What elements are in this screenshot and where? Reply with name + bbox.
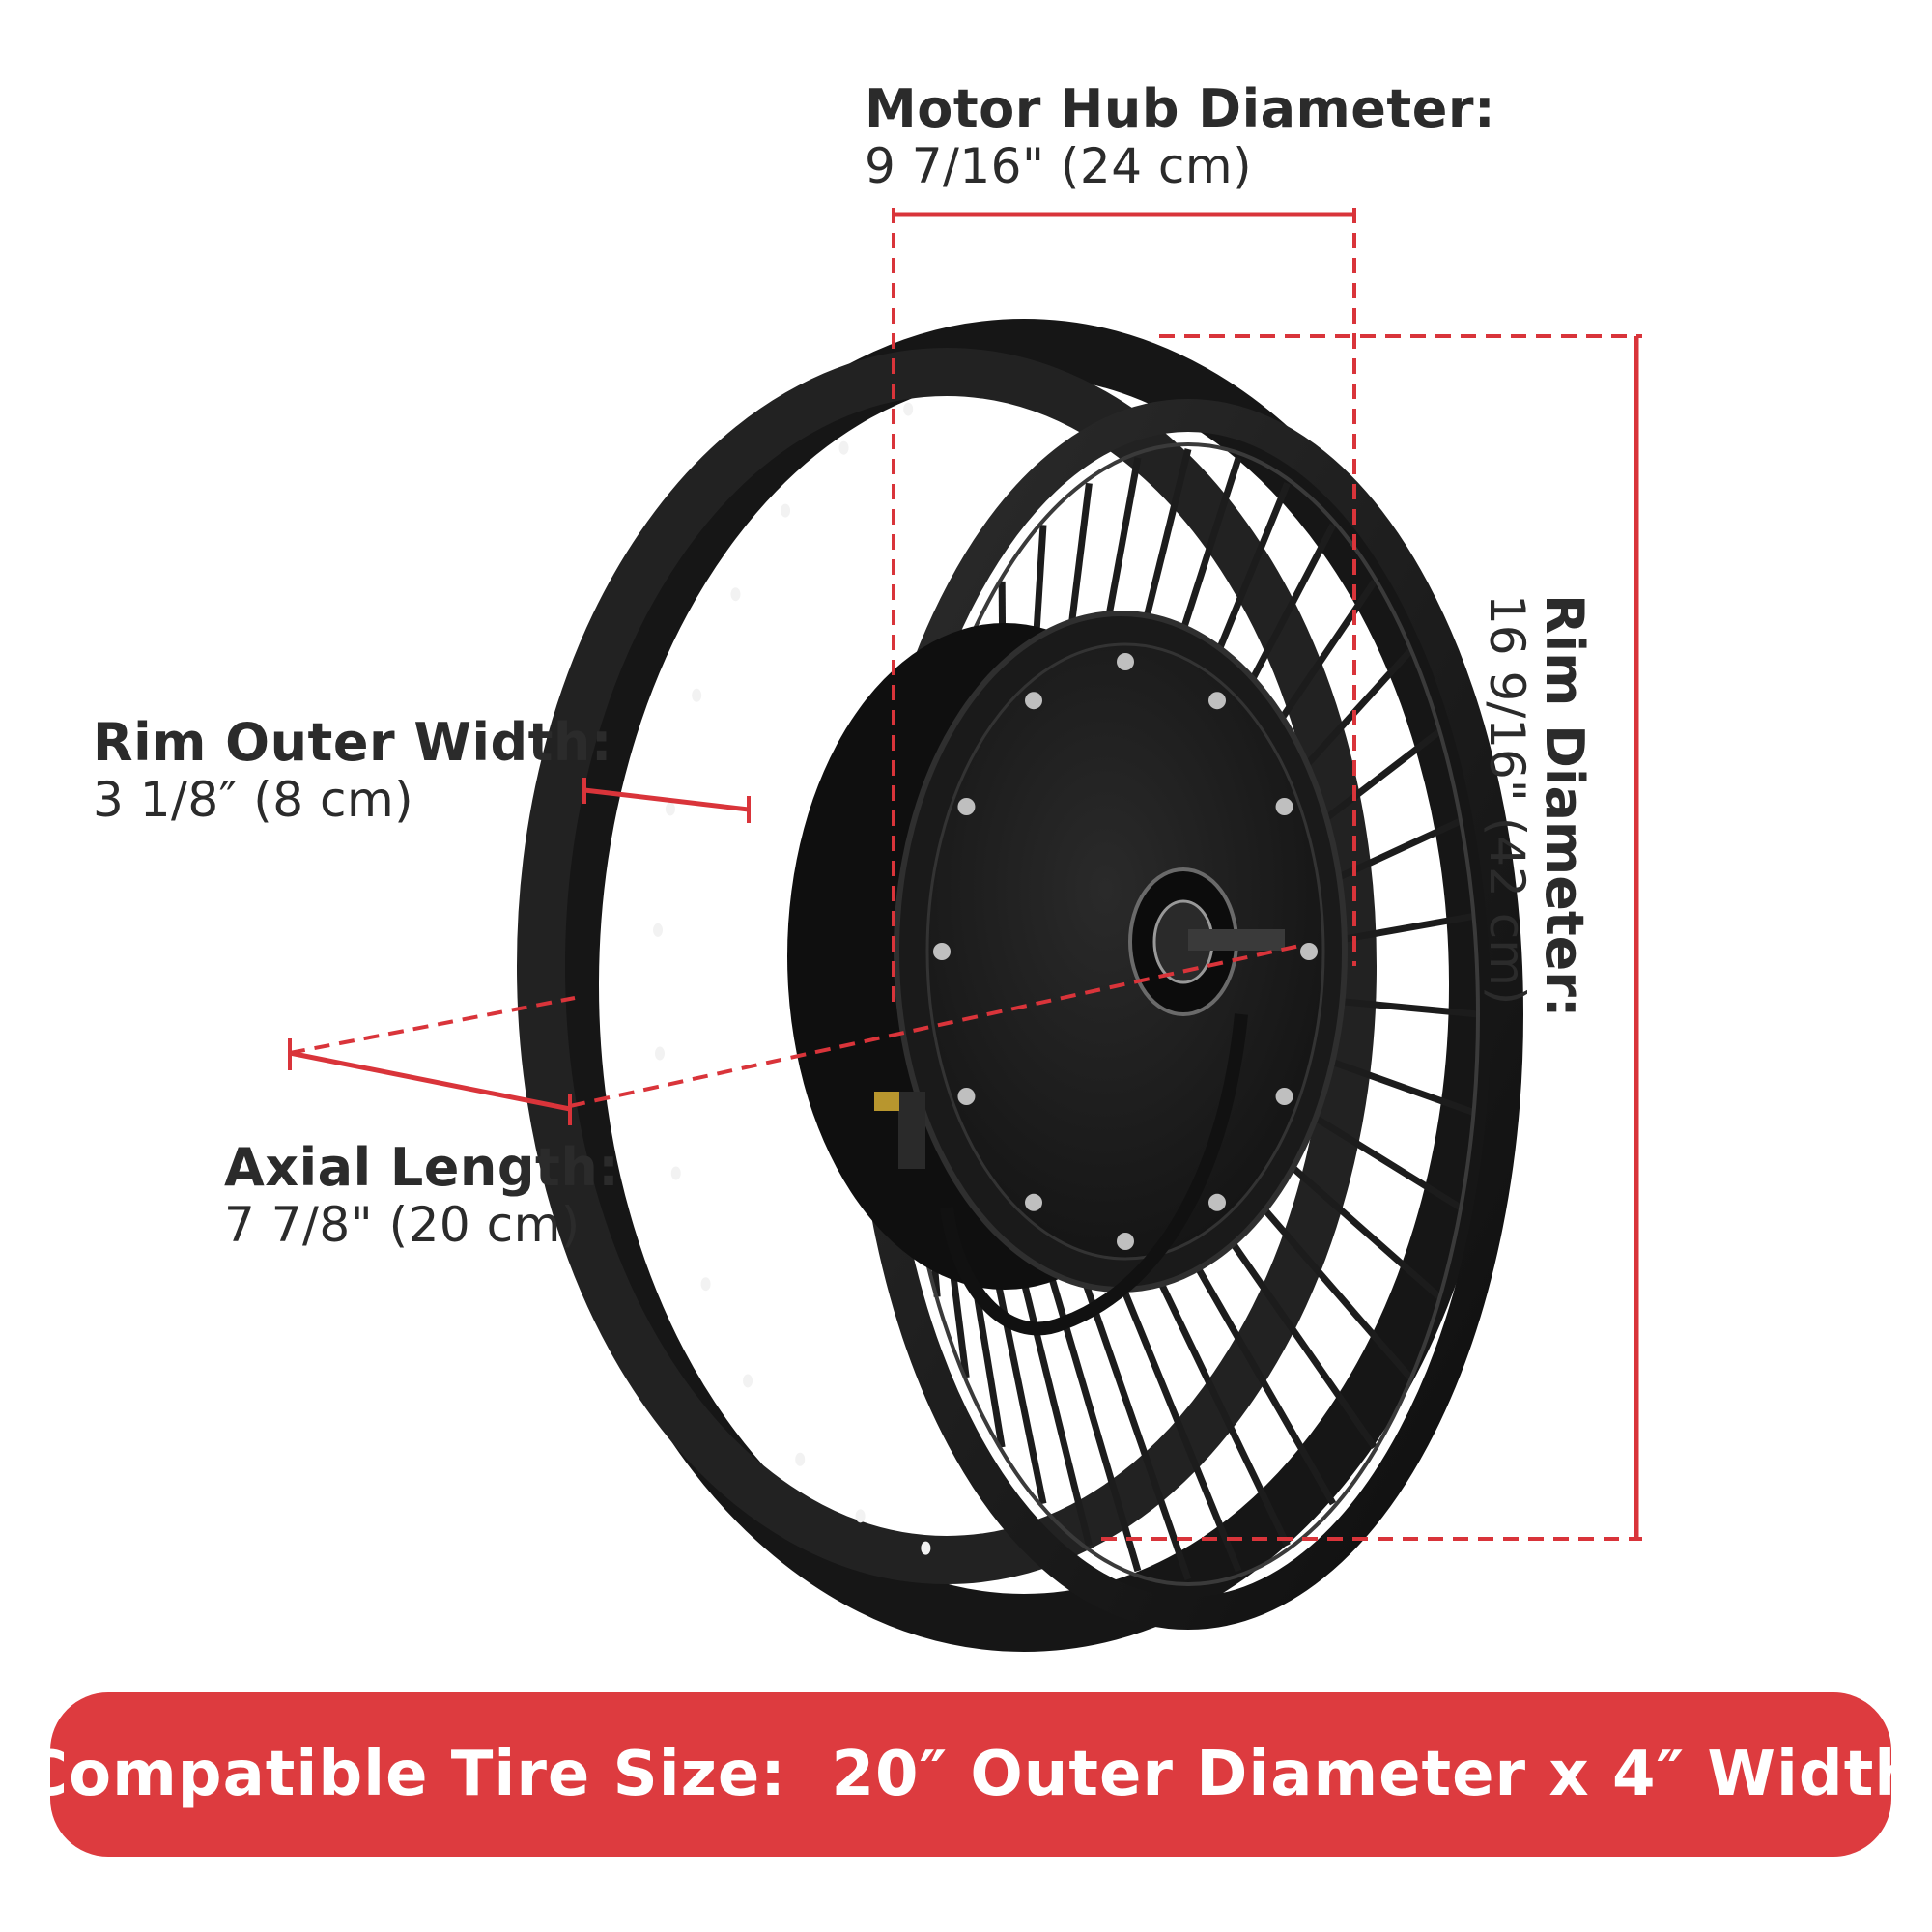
rim-hole — [855, 1509, 866, 1523]
dimension-lines — [288, 208, 1642, 1541]
spoke — [1138, 448, 1192, 638]
hub-bolt — [1025, 692, 1042, 710]
axial-length-label: Axial Length: 7 7/8" (20 cm) — [224, 1137, 620, 1254]
spoke — [1041, 1252, 1142, 1573]
hub-bolt — [957, 798, 976, 815]
motor-hub-diameter-label: Motor Hub Diameter: 9 7/16" (24 cm) — [865, 78, 1496, 195]
axial-length-title: Axial Length: — [224, 1137, 620, 1198]
rim-diameter-value: 16 9/16" (42 cm) — [1478, 594, 1535, 1006]
spoke — [1237, 523, 1337, 704]
hub-bolt — [1208, 1193, 1226, 1211]
rim-hole — [654, 1046, 665, 1061]
rim-width-line — [583, 787, 750, 812]
rim-hole — [903, 402, 914, 416]
hub-bolt — [1275, 1088, 1293, 1105]
rim-diameter-title: Rim Diameter: — [1534, 594, 1595, 1018]
spoke — [1174, 456, 1242, 651]
hub-bolt — [1117, 1233, 1134, 1250]
spoke — [1149, 1262, 1291, 1548]
rim-hole — [692, 688, 702, 702]
spoke — [1306, 1049, 1475, 1116]
spoke — [1102, 457, 1142, 634]
hub-bolts — [933, 653, 1318, 1250]
axial-dim-line — [289, 1050, 571, 1112]
connector — [874, 1092, 925, 1169]
rim-hole — [730, 587, 741, 602]
hub-bolt — [1117, 653, 1134, 670]
motor-hub-diameter-value: 9 7/16" (24 cm) — [865, 138, 1253, 195]
rim-hole — [795, 1452, 806, 1466]
spoke — [1183, 1246, 1337, 1506]
hub-bolt — [957, 1088, 976, 1105]
rim-hole — [838, 440, 849, 455]
rim-hole — [670, 1166, 681, 1180]
hub-bolt — [933, 943, 951, 960]
compatible-tire-banner: Compatible Tire Size: 20″ Outer Diameter… — [22, 1692, 1918, 1857]
rim-outer-width-value: 3 1/8″ (8 cm) — [93, 772, 414, 829]
spoke — [1113, 1268, 1242, 1573]
rim-hole — [700, 1277, 711, 1292]
spoke — [1066, 482, 1093, 639]
axial-length-value: 7 7/8" (20 cm) — [224, 1197, 581, 1254]
spoke — [1245, 1188, 1413, 1380]
rim-hole — [665, 802, 675, 816]
rim-hole — [653, 923, 664, 937]
rim-holes — [653, 402, 931, 1555]
hub-bolt — [1275, 798, 1293, 815]
motor-hub-diameter-title: Motor Hub Diameter: — [865, 78, 1496, 139]
hub-bolt — [1208, 692, 1226, 710]
spoke — [1076, 1265, 1192, 1581]
rim-hole — [743, 1374, 753, 1388]
rim-outer-width-title: Rim Outer Width: — [93, 712, 612, 773]
motor-hub — [787, 611, 1348, 1336]
spoke — [1264, 579, 1378, 743]
rim-hole — [781, 503, 791, 518]
spoke — [1291, 1100, 1463, 1211]
rim-diameter-label: Rim Diameter: 16 9/16" (42 cm) — [1468, 594, 1595, 1309]
rim-hole — [921, 1541, 931, 1555]
spoke — [1270, 1148, 1442, 1300]
rim-outer-width-label: Rim Outer Width: 3 1/8″ (8 cm) — [93, 712, 612, 829]
spoke — [1216, 1221, 1378, 1450]
compatible-tire-text: Compatible Tire Size: 20″ Outer Diameter… — [22, 1739, 1919, 1810]
spoke — [1207, 481, 1291, 673]
hub-bolt — [1300, 943, 1318, 960]
hub-bolt — [1025, 1193, 1042, 1211]
